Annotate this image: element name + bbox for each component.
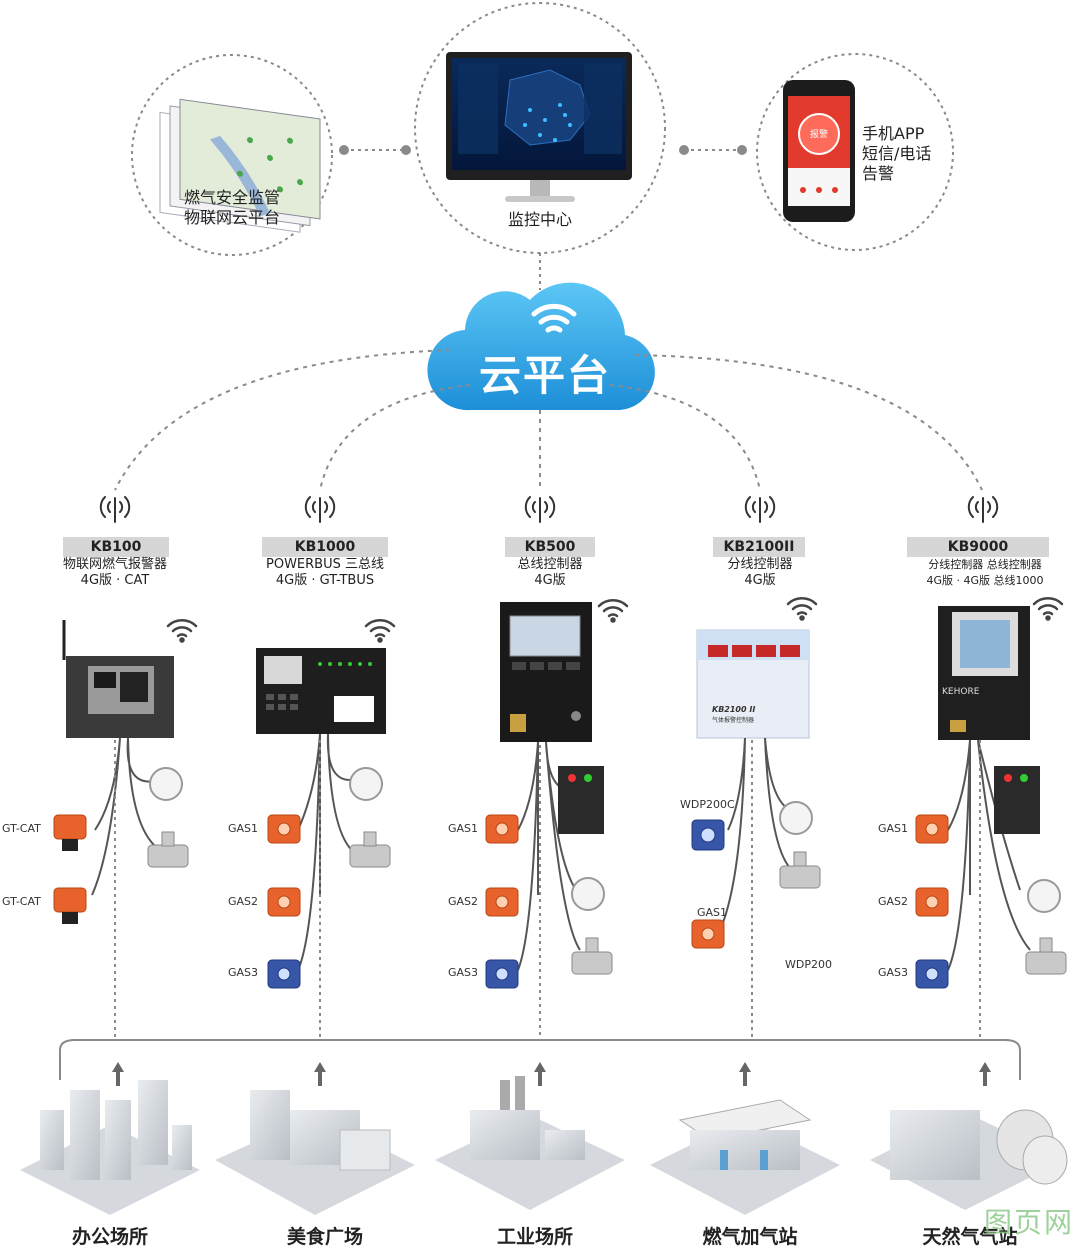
model-tag-kb100: KB100: [63, 537, 169, 557]
detector-label: GAS3: [228, 966, 259, 979]
kb100-controller: [62, 620, 174, 738]
scene-office: [20, 1080, 200, 1215]
monitoring-center-circle: [414, 2, 666, 254]
detectors-blue: [267, 819, 949, 989]
cloud-links: [114, 349, 983, 491]
detector-label: GAS1: [697, 906, 728, 919]
detector-label: GAS1: [228, 822, 259, 835]
monitor-platform-circle: [131, 54, 333, 256]
scene-label-gas-depot: 天然气气站: [922, 1226, 1018, 1248]
antenna-icons: [99, 496, 999, 523]
kb1000-controller: [256, 648, 386, 734]
model-tag-kb2100: KB2100II: [713, 537, 805, 557]
desc-kb1000: POWERBUS 三总线 4G版 · GT-TBUS: [266, 557, 384, 588]
detector-label: GT-CAT: [2, 822, 41, 835]
scene-label-office: 办公场所: [71, 1226, 148, 1248]
platform-label: 燃气安全监管 物联网云平台: [183, 188, 280, 227]
detector-label: WDP200: [785, 958, 832, 971]
kb9000-panel-brand: KEHORE: [942, 687, 980, 697]
detector-label: GAS2: [228, 895, 259, 908]
kb9000-controller: KEHORE: [938, 606, 1030, 740]
mobile-alarm-label: 手机APP 短信/电话 告警: [862, 124, 932, 183]
solenoid-boxes: [558, 766, 1040, 834]
model-tag-kb9000: KB9000: [907, 537, 1049, 557]
kb2100-panel-label: KB2100 II: [712, 705, 755, 714]
scene-food-court: [215, 1090, 415, 1215]
detector-label: GAS1: [448, 822, 479, 835]
desc-kb500: 总线控制器 4G版: [517, 557, 583, 588]
detector-label: GAS3: [878, 966, 909, 979]
detectors-orange: [53, 814, 949, 949]
wires: [91, 733, 1031, 971]
kb2100-panel-subtitle: 气体报警控制器: [712, 716, 754, 724]
detector-label: WDP200C: [680, 798, 735, 811]
scene-gas-depot: [870, 1109, 1068, 1210]
watermark: 图页网: [983, 1206, 1074, 1239]
kb2100-controller: KB2100 II 气体报警控制器: [696, 629, 810, 739]
scene-industrial: [435, 1076, 625, 1210]
detector-label: GAS1: [878, 822, 909, 835]
scene-links: [59, 740, 1021, 1080]
cloud-platform: [427, 282, 655, 411]
kb500-controller: [500, 602, 592, 742]
wifi-icons: [166, 597, 1064, 643]
model-tag-kb500: KB500: [505, 537, 595, 557]
desc-kb2100: 分线控制器 4G版: [727, 557, 793, 588]
fans: [149, 767, 1061, 913]
desc-kb100: 物联网燃气报警器 4G版 · CAT: [62, 557, 167, 588]
desc-kb9000: 分线控制器 总线控制器 4G版 · 4G版 总线1000: [926, 558, 1044, 587]
phone-alarm-button: 报警: [809, 130, 828, 140]
detector-label: GT-CAT: [2, 895, 41, 908]
model-tag-kb1000: KB1000: [262, 537, 388, 557]
mobile-alarm-circle: [756, 53, 954, 251]
cloud-label: 云平台: [478, 351, 611, 400]
monitoring-center-label: 监控中心: [507, 210, 572, 229]
detector-label: GAS3: [448, 966, 479, 979]
scene-label-food-court: 美食广场: [286, 1226, 363, 1248]
up-arrows: [112, 1062, 991, 1086]
detector-label: GAS2: [878, 895, 909, 908]
valves: [147, 831, 1067, 975]
scene-label-gas-station: 燃气加气站: [702, 1226, 798, 1248]
scene-label-industrial: 工业场所: [496, 1226, 573, 1248]
detector-label: GAS2: [448, 895, 479, 908]
top-connectors: [339, 145, 747, 290]
scene-gas-station: [650, 1099, 840, 1215]
